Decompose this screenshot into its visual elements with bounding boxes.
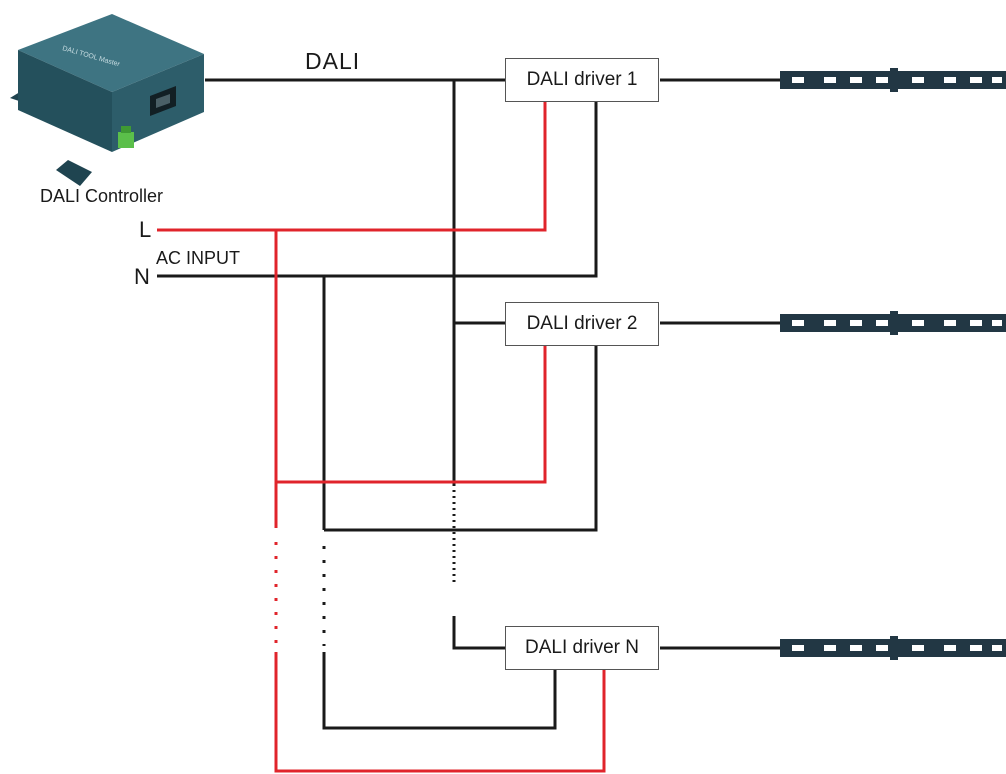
- dali-driver-n: DALI driver N: [505, 626, 659, 670]
- dali-bus-label: DALI: [305, 48, 361, 74]
- dali-driver-1-label: DALI driver 1: [526, 69, 638, 90]
- neutral-label: N: [134, 264, 150, 289]
- dali-driver-2: DALI driver 2: [505, 302, 659, 346]
- led-strip-2: [780, 311, 1006, 335]
- dali-bus-to-driver-n: [452, 616, 505, 650]
- neutral-main: [157, 102, 598, 278]
- ac-input-label: AC INPUT: [156, 248, 241, 268]
- controller-label: DALI Controller: [40, 186, 164, 206]
- dali-driver-n-label: DALI driver N: [524, 637, 640, 658]
- live-main: [157, 102, 547, 232]
- live-to-driver-2: [276, 346, 547, 484]
- neutral-to-driver-n: [322, 652, 557, 730]
- led-strip-icon: [780, 68, 1006, 660]
- live-to-driver-n: [274, 652, 606, 773]
- line-label: L: [139, 217, 152, 242]
- dali-driver-1: DALI driver 1: [505, 58, 659, 102]
- led-strip-n: [780, 636, 1006, 660]
- dali-driver-2-label: DALI driver 2: [526, 313, 638, 334]
- dali-controller-icon: DALI TOOL Master: [10, 14, 204, 186]
- led-strip-1: [780, 68, 1006, 92]
- neutral-to-driver-2: [324, 346, 598, 532]
